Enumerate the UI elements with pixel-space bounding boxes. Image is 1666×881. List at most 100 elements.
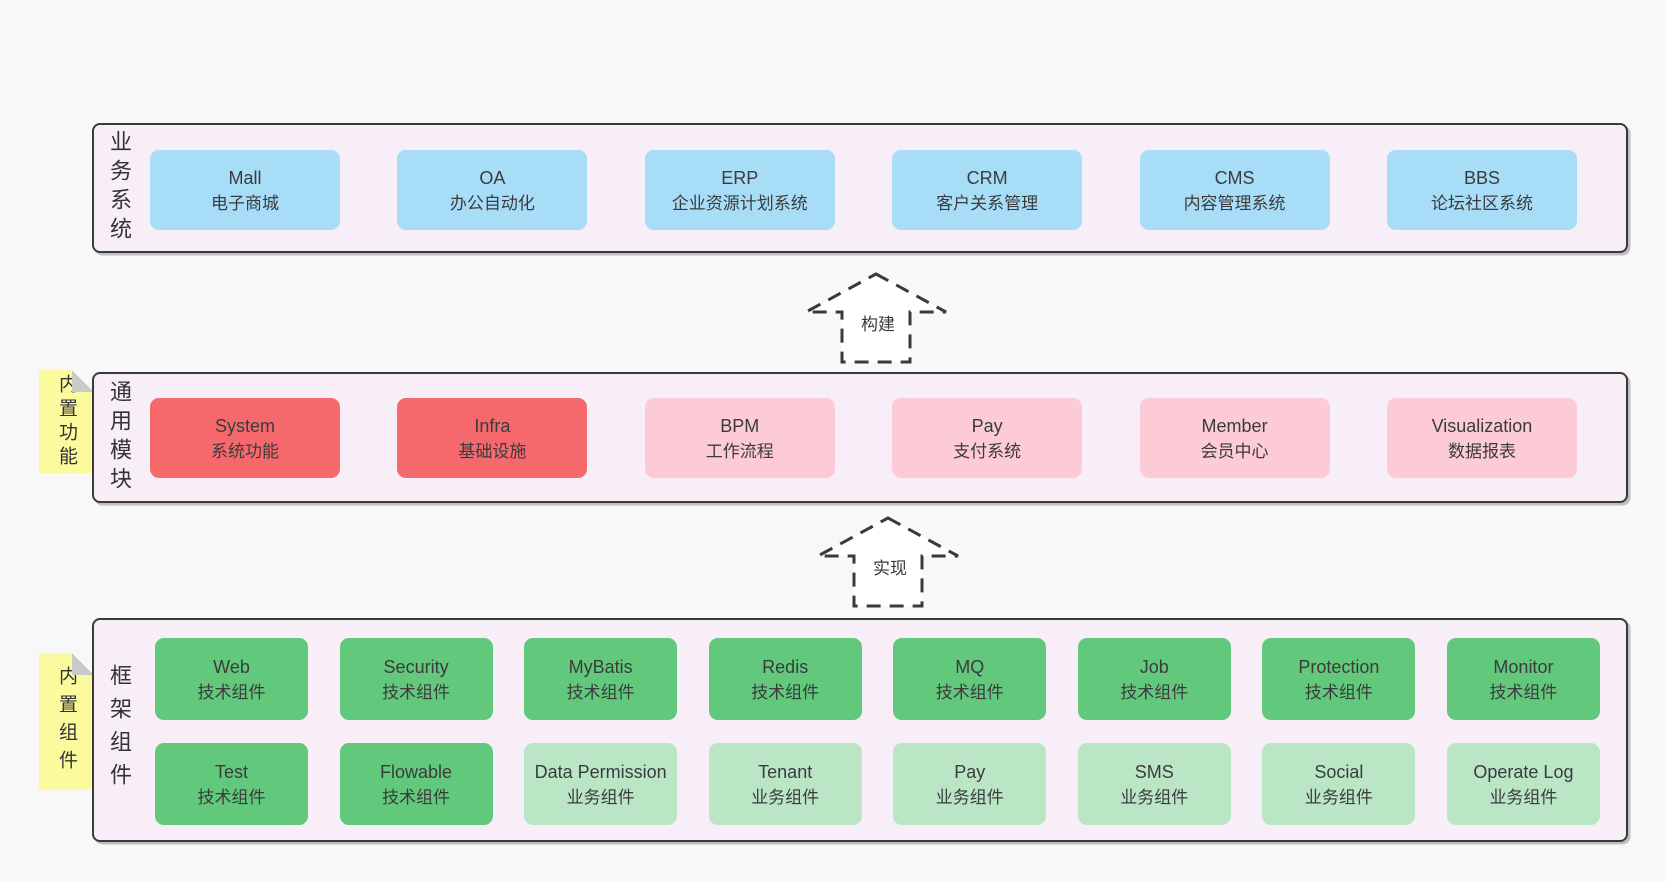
box-subtitle: 技术组件 [382,787,451,807]
note-text: 内置功能 [56,373,77,470]
sticky-note-built-in-components: 内置组件 [39,653,94,790]
box-operate-log: Operate Log 业务组件 [1446,743,1600,825]
box-pay-component: Pay 业务组件 [893,743,1047,825]
box-subtitle: 技术组件 [197,787,266,807]
box-monitor: Monitor 技术组件 [1446,638,1600,720]
box-subtitle: 技术组件 [382,682,451,702]
box-subtitle: 业务组件 [751,787,820,807]
layer-framework-components: 框架组件 Web 技术组件 Security 技术组件 MyBatis 技术组件… [92,618,1628,842]
box-title: BBS [1463,167,1500,188]
dashed-up-arrow-build: 构建 [798,268,958,368]
box-subtitle: 技术组件 [751,682,820,702]
box-subtitle: 工作流程 [705,441,774,461]
box-infra: Infra 基础设施 [397,398,588,478]
box-redis: Redis 技术组件 [708,638,862,720]
layer-common-modules: 通用模块 System 系统功能 Infra 基础设施 BPM 工作流程 Pay… [92,372,1628,503]
box-visualization: Visualization 数据报表 [1386,398,1577,478]
box-sms: SMS 业务组件 [1077,743,1231,825]
box-tenant: Tenant 业务组件 [708,743,862,825]
box-subtitle: 业务组件 [1120,787,1189,807]
box-erp: ERP 企业资源计划系统 [644,150,835,230]
box-flowable: Flowable 技术组件 [339,743,493,825]
box-title: Infra [474,415,511,436]
box-title: Social [1314,761,1364,782]
box-title: Flowable [380,761,453,782]
box-security: Security 技术组件 [339,638,493,720]
box-title: Pay [971,415,1003,436]
box-subtitle: 技术组件 [1120,682,1189,702]
box-protection: Protection 技术组件 [1262,638,1416,720]
box-title: ERP [721,167,759,188]
box-subtitle: 技术组件 [1304,682,1373,702]
folded-corner-icon [72,370,94,392]
sticky-note-built-in-features: 内置功能 [39,370,94,473]
box-subtitle: 会员中心 [1200,441,1269,461]
box-subtitle: 业务组件 [566,787,635,807]
arrow-label: 构建 [858,310,898,335]
box-title: Test [214,761,248,782]
box-subtitle: 业务组件 [1489,787,1558,807]
box-title: Monitor [1493,656,1554,677]
box-title: BPM [720,415,760,436]
box-subtitle: 基础设施 [458,441,527,461]
box-row: System 系统功能 Infra 基础设施 BPM 工作流程 Pay 支付系统… [94,398,1626,478]
box-row: Test 技术组件 Flowable 技术组件 Data Permission … [94,743,1626,825]
box-pay-system: Pay 支付系统 [892,398,1083,478]
box-bbs: BBS 论坛社区系统 [1386,150,1577,230]
box-subtitle: 数据报表 [1447,441,1516,461]
box-job: Job 技术组件 [1077,638,1231,720]
box-subtitle: 业务组件 [935,787,1004,807]
box-mall: Mall 电子商城 [150,150,340,230]
box-mybatis: MyBatis 技术组件 [524,638,678,720]
box-subtitle: 办公自动化 [449,193,535,213]
box-title: Pay [954,761,986,782]
box-title: Operate Log [1473,761,1574,782]
layer-label: 通用模块 [107,379,132,496]
box-cms: CMS 内容管理系统 [1139,150,1330,230]
box-title: Security [383,656,449,677]
box-row: Web 技术组件 Security 技术组件 MyBatis 技术组件 Redi… [94,638,1626,720]
box-oa: OA 办公自动化 [397,150,588,230]
box-row: Mall 电子商城 OA 办公自动化 ERP 企业资源计划系统 CRM 客户关系… [94,150,1626,230]
box-title: Member [1201,415,1268,436]
box-subtitle: 技术组件 [935,682,1004,702]
box-subtitle: 电子商城 [211,193,279,213]
box-test: Test 技术组件 [155,743,308,825]
box-title: MQ [955,656,985,677]
box-social: Social 业务组件 [1262,743,1416,825]
box-subtitle: 业务组件 [1304,787,1373,807]
box-subtitle: 系统功能 [211,441,279,461]
box-title: Data Permission [534,761,667,782]
box-subtitle: 企业资源计划系统 [671,193,808,213]
box-title: Tenant [758,761,813,782]
layer-business-systems: 业务系统 Mall 电子商城 OA 办公自动化 ERP 企业资源计划系统 CRM… [92,123,1628,253]
folded-corner-icon [72,653,94,675]
box-title: Protection [1298,656,1380,677]
box-title: CRM [966,167,1008,188]
box-subtitle: 论坛社区系统 [1430,193,1533,213]
box-title: CMS [1214,167,1255,188]
box-system: System 系统功能 [150,398,340,478]
box-title: MyBatis [568,656,633,677]
box-title: Visualization [1431,415,1533,436]
box-subtitle: 技术组件 [566,682,635,702]
box-data-permission: Data Permission 业务组件 [524,743,678,825]
box-subtitle: 客户关系管理 [936,193,1039,213]
box-title: Redis [762,656,809,677]
box-subtitle: 支付系统 [953,441,1022,461]
box-subtitle: 技术组件 [1489,682,1558,702]
dashed-up-arrow-implement: 实现 [810,512,970,612]
box-member: Member 会员中心 [1139,398,1330,478]
box-title: Mall [228,167,262,188]
box-crm: CRM 客户关系管理 [892,150,1083,230]
box-title: Job [1139,656,1169,677]
box-subtitle: 内容管理系统 [1183,193,1286,213]
note-text: 内置组件 [56,665,77,778]
layer-label: 框架组件 [107,664,132,796]
box-title: SMS [1134,761,1174,782]
box-web: Web 技术组件 [155,638,308,720]
box-title: System [214,415,275,436]
box-title: Web [213,656,250,677]
box-bpm: BPM 工作流程 [644,398,835,478]
